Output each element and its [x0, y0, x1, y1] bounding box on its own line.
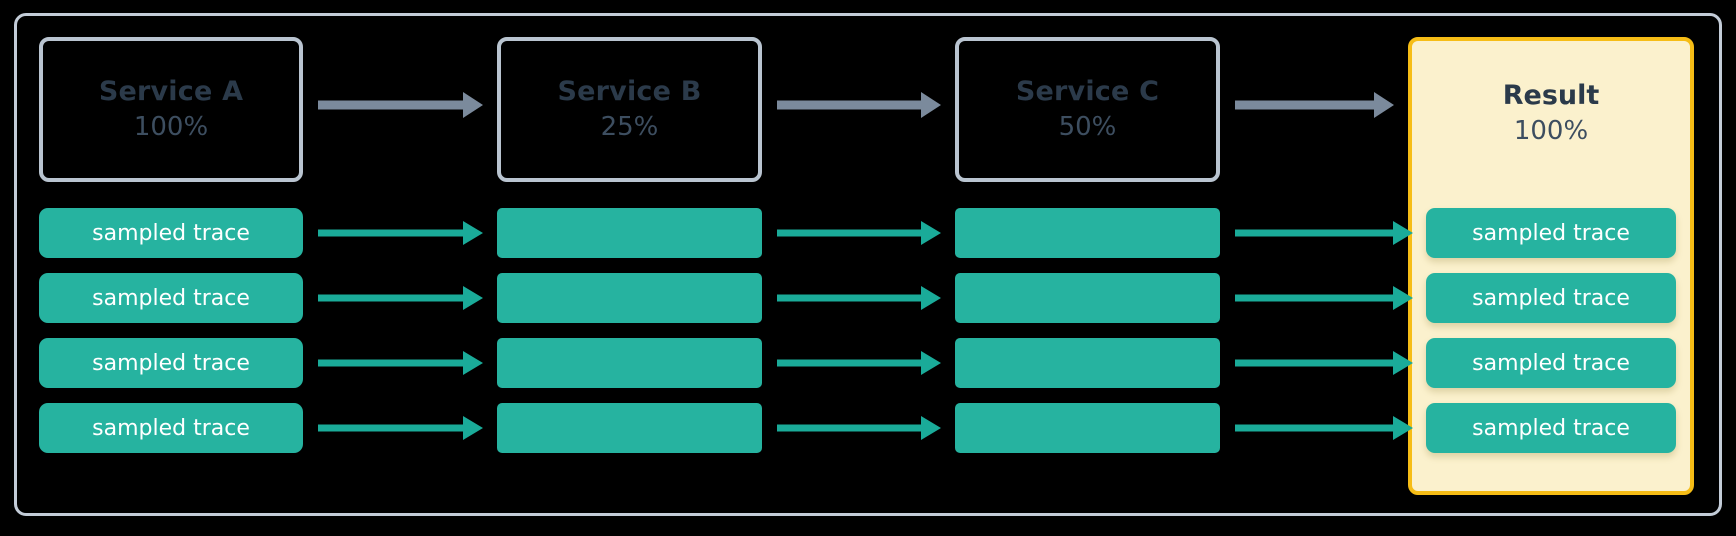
arrow-shaft	[318, 100, 465, 110]
trace-chip-c-4	[955, 403, 1220, 453]
service-b-rate: 25%	[600, 112, 659, 143]
arrow-head-icon	[921, 416, 941, 440]
arrow-shaft	[777, 100, 923, 110]
trace-arrow-a-to-b-2	[318, 285, 483, 311]
service-box-a: Service A 100%	[39, 37, 303, 182]
arrow-shaft	[1235, 359, 1395, 367]
trace-chip-b-4	[497, 403, 762, 453]
arrow-service-b-to-c	[777, 92, 941, 118]
arrow-head-icon	[1393, 416, 1413, 440]
service-a-rate: 100%	[133, 112, 209, 143]
arrow-head-icon	[463, 92, 483, 118]
trace-arrow-b-to-c-3	[777, 350, 941, 376]
trace-chip-c-2	[955, 273, 1220, 323]
trace-chip-result-1: sampled trace	[1426, 208, 1676, 258]
arrow-head-icon	[463, 416, 483, 440]
arrow-service-a-to-b	[318, 92, 483, 118]
trace-arrow-c-to-result-2	[1235, 285, 1413, 311]
trace-arrow-b-to-c-1	[777, 220, 941, 246]
trace-arrow-a-to-b-1	[318, 220, 483, 246]
trace-chip-a-2: sampled trace	[39, 273, 303, 323]
arrow-head-icon	[1393, 351, 1413, 375]
trace-chip-b-3	[497, 338, 762, 388]
arrow-head-icon	[921, 351, 941, 375]
trace-chip-b-1	[497, 208, 762, 258]
trace-chip-c-3	[955, 338, 1220, 388]
trace-arrow-b-to-c-2	[777, 285, 941, 311]
trace-arrow-c-to-result-1	[1235, 220, 1413, 246]
arrow-head-icon	[921, 221, 941, 245]
arrow-head-icon	[1393, 286, 1413, 310]
arrow-service-c-to-result	[1235, 92, 1394, 118]
result-header: Result 100%	[1412, 41, 1690, 186]
trace-arrow-c-to-result-4	[1235, 415, 1413, 441]
trace-arrow-a-to-b-4	[318, 415, 483, 441]
arrow-shaft	[1235, 424, 1395, 432]
trace-chip-a-1: sampled trace	[39, 208, 303, 258]
service-box-b: Service B 25%	[497, 37, 762, 182]
arrow-head-icon	[463, 351, 483, 375]
arrow-shaft	[318, 294, 465, 302]
arrow-head-icon	[921, 92, 941, 118]
diagram-outer-frame	[14, 13, 1722, 516]
arrow-shaft	[777, 294, 923, 302]
arrow-head-icon	[1374, 92, 1394, 118]
arrow-shaft	[318, 359, 465, 367]
arrow-head-icon	[921, 286, 941, 310]
trace-arrow-c-to-result-3	[1235, 350, 1413, 376]
arrow-shaft	[318, 424, 465, 432]
trace-chip-result-4: sampled trace	[1426, 403, 1676, 453]
arrow-shaft	[777, 229, 923, 237]
arrow-shaft	[1235, 294, 1395, 302]
trace-chip-result-2: sampled trace	[1426, 273, 1676, 323]
arrow-shaft	[1235, 229, 1395, 237]
arrow-head-icon	[1393, 221, 1413, 245]
result-title: Result	[1502, 80, 1600, 112]
trace-chip-a-4: sampled trace	[39, 403, 303, 453]
trace-chip-a-3: sampled trace	[39, 338, 303, 388]
arrow-head-icon	[463, 286, 483, 310]
trace-chip-result-3: sampled trace	[1426, 338, 1676, 388]
trace-chip-c-1	[955, 208, 1220, 258]
arrow-shaft	[1235, 100, 1376, 110]
service-a-title: Service A	[98, 76, 244, 108]
result-rate: 100%	[1513, 116, 1589, 147]
arrow-head-icon	[463, 221, 483, 245]
trace-arrow-b-to-c-4	[777, 415, 941, 441]
arrow-shaft	[777, 359, 923, 367]
service-b-title: Service B	[557, 76, 702, 108]
trace-arrow-a-to-b-3	[318, 350, 483, 376]
service-c-title: Service C	[1015, 76, 1160, 108]
trace-chip-b-2	[497, 273, 762, 323]
service-c-rate: 50%	[1058, 112, 1117, 143]
arrow-shaft	[777, 424, 923, 432]
arrow-shaft	[318, 229, 465, 237]
service-box-c: Service C 50%	[955, 37, 1220, 182]
